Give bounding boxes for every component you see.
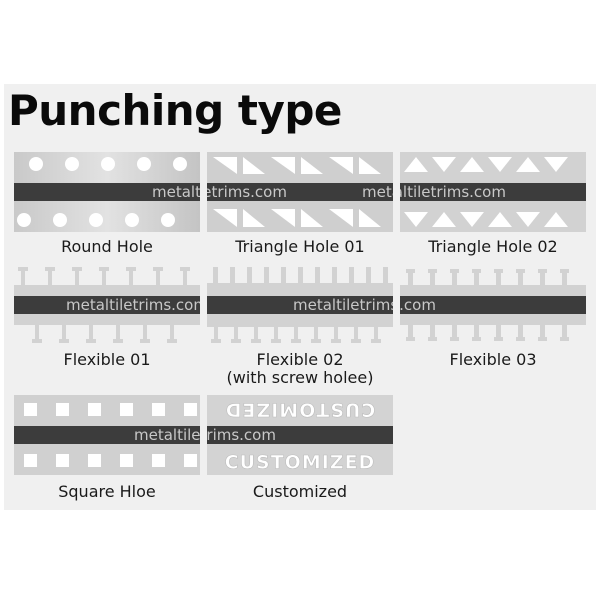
watermark-text: metaltiletrims.com	[207, 183, 287, 201]
tile-square-hole: metaltiletrims.com	[14, 395, 200, 475]
tile-flexible-02: metaltiletrims.com	[207, 265, 393, 345]
tile-flexible-01: metaltiletrims.com	[14, 265, 200, 345]
label-flexible-02-line2: (with screw holee)	[226, 368, 374, 387]
label-triangle-hole-01: Triangle Hole 01	[235, 237, 365, 256]
tile-triangle-hole-01: metaltiletrims.com metaltiletrims.com	[207, 152, 393, 232]
tile-triangle-hole-02: metaltiletrims.com	[400, 152, 586, 232]
flexible-03-image: metaltiletrims.com	[400, 265, 586, 345]
triangle-hole-02-image: metaltiletrims.com	[400, 152, 586, 232]
watermark-text: metaltiletrims.com	[66, 296, 200, 314]
round-hole-image: metaltiletrims.com	[14, 152, 200, 232]
page-title: Punching type	[8, 86, 342, 135]
flexible-01-image: metaltiletrims.com	[14, 265, 200, 345]
customized-image: CUSTOMIZED CUSTOMIZED metaltiletrims.com	[207, 395, 393, 475]
watermark-text: metaltiletrims.com	[207, 426, 276, 444]
customized-stamp-top: CUSTOMIZED	[225, 399, 376, 421]
label-triangle-hole-02: Triangle Hole 02	[428, 237, 558, 256]
label-square-hole: Square Hloe	[58, 482, 156, 501]
square-hole-image: metaltiletrims.com	[14, 395, 200, 475]
label-round-hole: Round Hole	[61, 237, 153, 256]
watermark-text: metaltiletrims.com	[293, 296, 393, 314]
watermark-text: metaltiletrims.com	[134, 426, 200, 444]
tile-round-hole: metaltiletrims.com	[14, 152, 200, 232]
label-customized: Customized	[252, 482, 348, 501]
watermark-text: metaltiletrims.com	[400, 183, 506, 201]
watermark-text: metaltiletrims.com	[362, 183, 393, 201]
watermark-text: metaltiletrims.com	[152, 183, 200, 201]
flexible-02-image: metaltiletrims.com	[207, 265, 393, 345]
customized-stamp-bottom: CUSTOMIZED	[225, 452, 376, 474]
label-flexible-01: Flexible 01	[63, 350, 151, 369]
tile-flexible-03: metaltiletrims.com	[400, 265, 586, 345]
tile-customized: CUSTOMIZED CUSTOMIZED metaltiletrims.com	[207, 395, 393, 475]
watermark-text: metaltiletrims.com	[400, 296, 436, 314]
triangle-hole-01-image: metaltiletrims.com metaltiletrims.com	[207, 152, 393, 232]
label-flexible-02-line1: Flexible 02	[256, 350, 344, 369]
label-flexible-02: Flexible 02 (with screw holee)	[207, 351, 393, 387]
label-flexible-03: Flexible 03	[449, 350, 537, 369]
